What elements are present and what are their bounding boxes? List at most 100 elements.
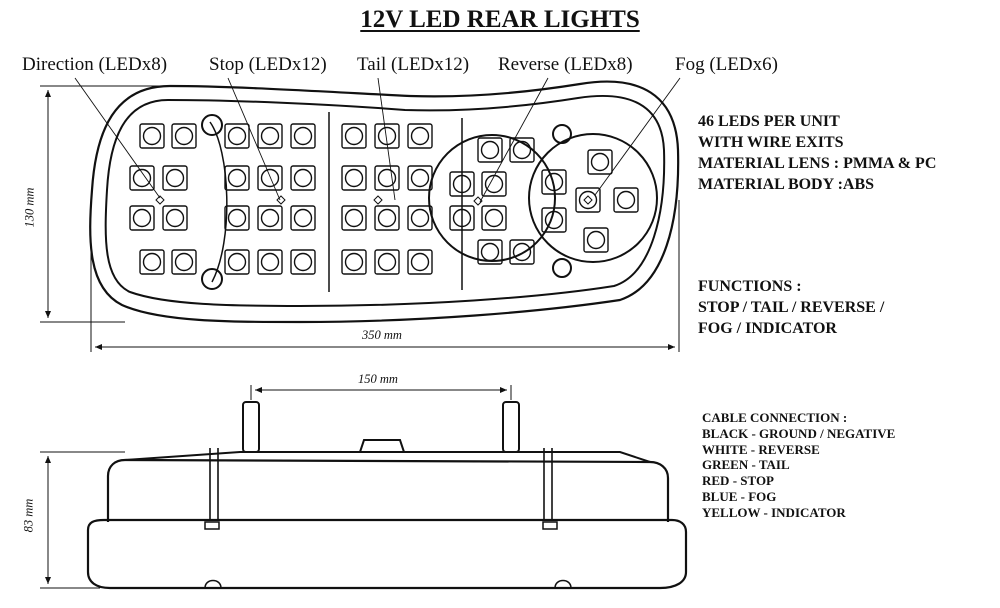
fog-led: [590, 152, 610, 172]
stop-led: [260, 168, 280, 188]
reverse-led-cell: [477, 137, 503, 163]
tail-led-cell: [341, 205, 367, 231]
direction-led: [165, 208, 185, 228]
direction-led-cell: [139, 249, 165, 275]
reverse-led-cell: [449, 205, 475, 231]
fog-led: [578, 190, 598, 210]
cable-heading: CABLE CONNECTION :: [702, 410, 848, 425]
reverse-led-cell: [449, 171, 475, 197]
tail-led: [410, 168, 430, 188]
fog-led-group: [541, 149, 639, 253]
top-view-lens-dividers: [209, 112, 463, 292]
stop-led: [227, 126, 247, 146]
led-center-marker: [276, 195, 286, 205]
functions-heading: FUNCTIONS :: [698, 278, 802, 295]
stop-led-cell: [257, 165, 283, 191]
reverse-led-cell: [509, 239, 535, 265]
fog-round-lens: [528, 133, 658, 263]
tail-led: [377, 208, 397, 228]
reverse-led-cell: [481, 171, 507, 197]
stop-led-cell: [224, 165, 250, 191]
reverse-led: [484, 174, 504, 194]
spec-wire-exits: WITH WIRE EXITS: [698, 134, 844, 151]
direction-led: [132, 208, 152, 228]
stop-led: [260, 208, 280, 228]
stop-led-group: [224, 123, 316, 275]
direction-led-cell: [162, 205, 188, 231]
direction-led-group: [129, 123, 197, 275]
label-direction: Direction (LEDx8): [22, 54, 168, 75]
reverse-led: [452, 208, 472, 228]
stop-led: [260, 252, 280, 272]
stop-led: [260, 126, 280, 146]
mounting-holes: [201, 114, 572, 290]
tail-led: [344, 208, 364, 228]
direction-led: [142, 126, 162, 146]
tail-led-cell: [374, 249, 400, 275]
dim-stud-spacing-label: 150 mm: [358, 372, 398, 386]
stop-led-cell: [257, 123, 283, 149]
tail-led-group: [341, 123, 433, 275]
direction-led-cell: [162, 165, 188, 191]
stop-led-cell: [224, 123, 250, 149]
reverse-led: [480, 242, 500, 262]
tail-led-cell: [374, 205, 400, 231]
stop-led: [293, 208, 313, 228]
stop-led-cell: [257, 249, 283, 275]
reverse-led-cell: [477, 239, 503, 265]
functions-line-2: FOG / INDICATOR: [698, 320, 837, 337]
cable-red: RED - STOP: [702, 473, 774, 489]
tail-led-cell: [341, 123, 367, 149]
fog-led-cell: [583, 227, 609, 253]
tail-led: [344, 126, 364, 146]
fog-led-cell: [587, 149, 613, 175]
direction-led-cell: [129, 205, 155, 231]
tail-led-cell: [374, 123, 400, 149]
fog-led: [616, 190, 636, 210]
tail-led-cell: [407, 249, 433, 275]
spec-body-material: MATERIAL BODY :ABS: [698, 176, 875, 193]
stop-led: [227, 168, 247, 188]
tail-led-cell: [341, 165, 367, 191]
tail-led: [410, 208, 430, 228]
cable-black: BLACK - GROUND / NEGATIVE: [702, 425, 896, 441]
cable-yellow: YELLOW - INDICATOR: [702, 504, 846, 520]
direction-led: [174, 252, 194, 272]
functions-line-1: STOP / TAIL / REVERSE /: [698, 299, 885, 316]
stop-led-cell: [224, 205, 250, 231]
direction-led: [142, 252, 162, 272]
cable-green: GREEN - TAIL: [702, 457, 790, 473]
led-center-marker: [373, 195, 383, 205]
stop-led: [227, 208, 247, 228]
spec-led-count: 46 LEDS PER UNIT: [698, 113, 840, 130]
stop-led-cell: [290, 205, 316, 231]
tail-led-cell: [341, 249, 367, 275]
direction-led: [165, 168, 185, 188]
direction-led-cell: [171, 123, 197, 149]
functions-list: FUNCTIONS : STOP / TAIL / REVERSE / FOG …: [698, 276, 884, 339]
reverse-led: [512, 242, 532, 262]
tail-led: [377, 252, 397, 272]
reverse-led: [480, 140, 500, 160]
stop-led-cell: [290, 249, 316, 275]
diagram-title: 12V LED REAR LIGHTS: [360, 6, 640, 33]
label-stop: Stop (LEDx12): [209, 54, 327, 75]
cable-blue: BLUE - FOG: [702, 488, 777, 504]
stop-led-cell: [290, 165, 316, 191]
led-center-marker: [473, 196, 483, 206]
stop-led: [293, 252, 313, 272]
fog-led-cell: [575, 187, 601, 213]
stop-led: [293, 126, 313, 146]
reverse-led: [452, 174, 472, 194]
label-fog: Fog (LEDx6): [675, 54, 778, 75]
cable-connection-list: CABLE CONNECTION : BLACK - GROUND / NEGA…: [702, 410, 895, 521]
cable-white: WHITE - REVERSE: [702, 441, 820, 457]
dim-width-label: 350 mm: [362, 328, 402, 342]
stop-led-cell: [257, 205, 283, 231]
reverse-round-lens: [428, 134, 556, 262]
direction-led-cell: [129, 165, 155, 191]
direction-led-cell: [139, 123, 165, 149]
tail-led: [410, 126, 430, 146]
